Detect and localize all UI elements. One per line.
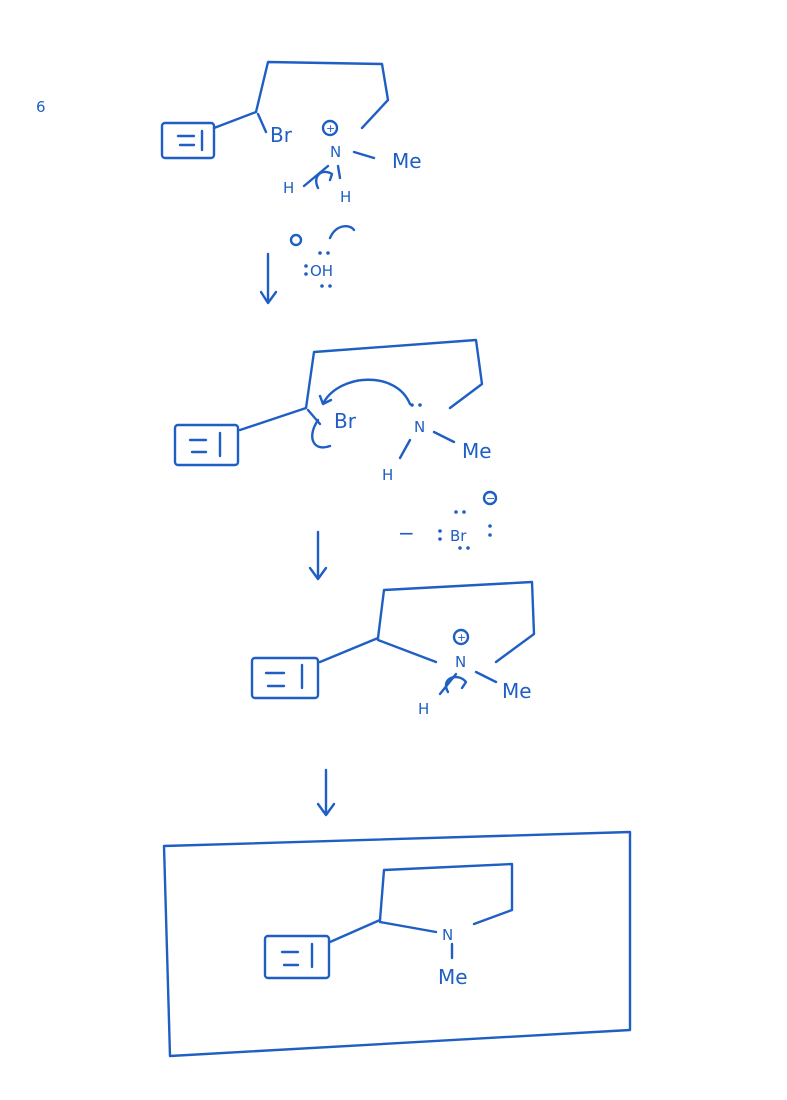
problem-number: 6 bbox=[36, 98, 46, 116]
br-label-1: Br bbox=[270, 123, 293, 147]
me-label-3: Me bbox=[502, 679, 532, 703]
n-lone-pair-2 bbox=[410, 403, 422, 407]
bromide-negative-charge bbox=[482, 490, 498, 506]
step-3-cyclized-ammonium: + N Me H bbox=[250, 580, 536, 718]
bond-c-br-2 bbox=[306, 408, 322, 426]
h-label-1b: H bbox=[340, 188, 351, 206]
hydroxide-lone-pairs bbox=[304, 251, 332, 288]
electron-arrow-nh bbox=[315, 170, 334, 190]
bond-aryl-c1 bbox=[212, 110, 258, 130]
step-4-final-product: N Me bbox=[162, 830, 632, 1058]
step-1-protonated-amine: Br + N Me H H OH bbox=[160, 60, 422, 288]
answer-box bbox=[162, 830, 632, 1058]
bond-c-br-1 bbox=[256, 112, 268, 134]
electron-arrow-oh bbox=[328, 225, 356, 240]
phenyl-ring-4 bbox=[263, 934, 331, 980]
me-label-1: Me bbox=[392, 149, 422, 173]
carbon-chain-2 bbox=[304, 338, 484, 410]
bromide-negative-symbol: − bbox=[486, 492, 495, 505]
bromide-label: Br bbox=[450, 527, 467, 545]
br-label-2: Br bbox=[334, 409, 357, 433]
dash-label: − bbox=[398, 521, 415, 545]
phenyl-ring-2 bbox=[173, 423, 240, 467]
positive-charge-symbol-1: + bbox=[326, 122, 335, 135]
bond-n-me-3 bbox=[474, 670, 498, 684]
electron-arrow-leave bbox=[311, 418, 332, 449]
hydroxide-label: OH bbox=[310, 262, 333, 280]
bond-n-h-b-1 bbox=[336, 164, 342, 180]
h-label-3: H bbox=[418, 700, 429, 718]
h-label-1a: H bbox=[283, 179, 294, 197]
carbon-chain-4 bbox=[378, 862, 514, 926]
positive-charge-3 bbox=[452, 628, 470, 646]
electron-arrow-attack bbox=[318, 378, 412, 406]
reaction-arrow-1 bbox=[259, 252, 278, 305]
negative-charge-oh bbox=[289, 233, 303, 247]
n-label-1: N bbox=[330, 143, 341, 161]
electron-arrow-deprotonation bbox=[444, 675, 468, 694]
bond-aryl-c1-3 bbox=[318, 636, 380, 664]
bond-aryl-c1-4 bbox=[328, 918, 382, 944]
step-2-free-amine: Br N Me H − Br − bbox=[173, 338, 498, 550]
bond-n-me-2 bbox=[432, 430, 456, 444]
phenyl-ring-1 bbox=[160, 121, 216, 160]
h-label-2: H bbox=[382, 466, 393, 484]
me-label-2: Me bbox=[462, 439, 492, 463]
bond-c-n-3 bbox=[376, 638, 438, 664]
positive-charge-1 bbox=[321, 119, 339, 137]
n-label-3: N bbox=[455, 653, 466, 671]
n-label-4: N bbox=[442, 926, 453, 944]
reaction-arrow-2 bbox=[308, 530, 328, 581]
bond-n-me-1 bbox=[352, 150, 376, 160]
bromide-lone-pairs bbox=[438, 510, 492, 550]
bond-n-h-a-1 bbox=[302, 164, 330, 188]
phenyl-ring-3 bbox=[250, 656, 320, 700]
n-label-2: N bbox=[414, 418, 425, 436]
reaction-arrow-3 bbox=[316, 768, 336, 817]
carbon-chain-3 bbox=[376, 580, 536, 664]
bond-n-h-2 bbox=[398, 438, 412, 460]
bond-c-n-4 bbox=[378, 920, 438, 934]
me-label-4: Me bbox=[438, 965, 468, 989]
positive-charge-symbol-3: + bbox=[457, 631, 466, 644]
carbon-chain-1 bbox=[254, 60, 390, 130]
bond-aryl-c1-2 bbox=[238, 406, 308, 432]
